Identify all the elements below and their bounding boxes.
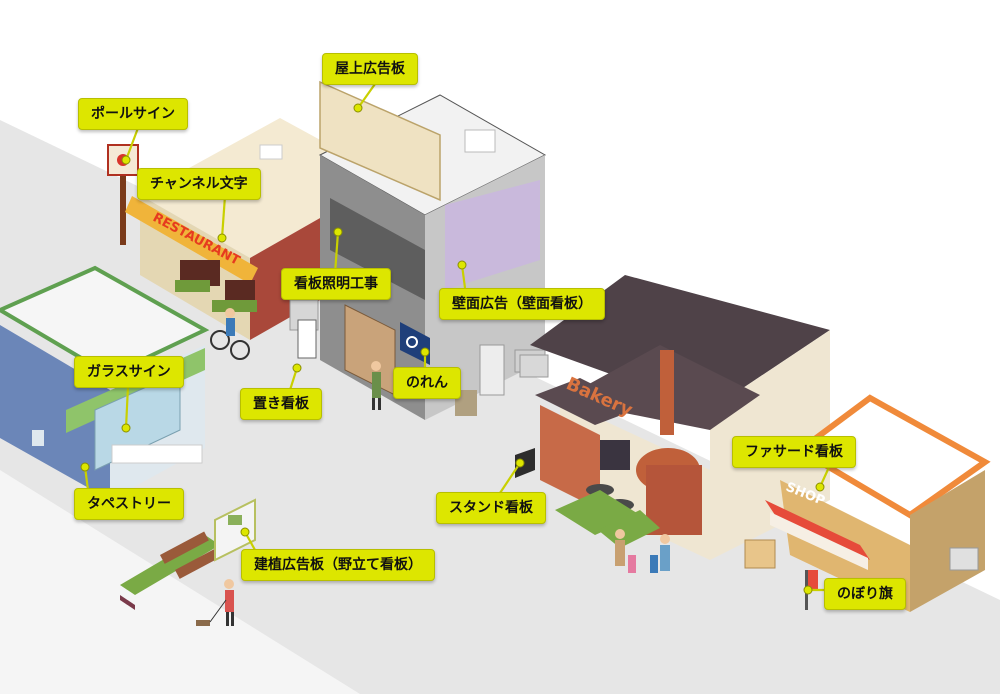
billboard-structure (214, 498, 256, 562)
benches-left (120, 531, 224, 610)
terrace-tables (515, 448, 660, 548)
label-pole-sign: ポールサイン (78, 98, 188, 130)
label-stand-sign: スタンド看板 (436, 492, 546, 524)
person-with-dog (196, 579, 234, 626)
label-nobori-flag: のぼり旗 (824, 578, 906, 610)
label-facade-sign: ファサード看板 (732, 436, 856, 468)
cyclist (210, 308, 250, 360)
label-noren: のれん (393, 367, 461, 399)
label-sign-lighting: 看板照明工事 (281, 268, 391, 300)
family-pedestrians (615, 529, 670, 573)
label-channel-letters: チャンネル文字 (137, 168, 261, 200)
label-wall-ad: 壁面広告（壁面看板） (439, 288, 605, 320)
label-floor-sign: 置き看板 (240, 388, 322, 420)
pedestrian-1 (371, 361, 381, 410)
label-tapestry: タペストリー (74, 488, 184, 520)
label-billboard: 建植広告板（野立て看板） (241, 549, 435, 581)
road-strip (0, 470, 360, 694)
label-rooftop-sign: 屋上広告板 (322, 53, 418, 85)
label-glass-sign: ガラスサイン (74, 356, 184, 388)
